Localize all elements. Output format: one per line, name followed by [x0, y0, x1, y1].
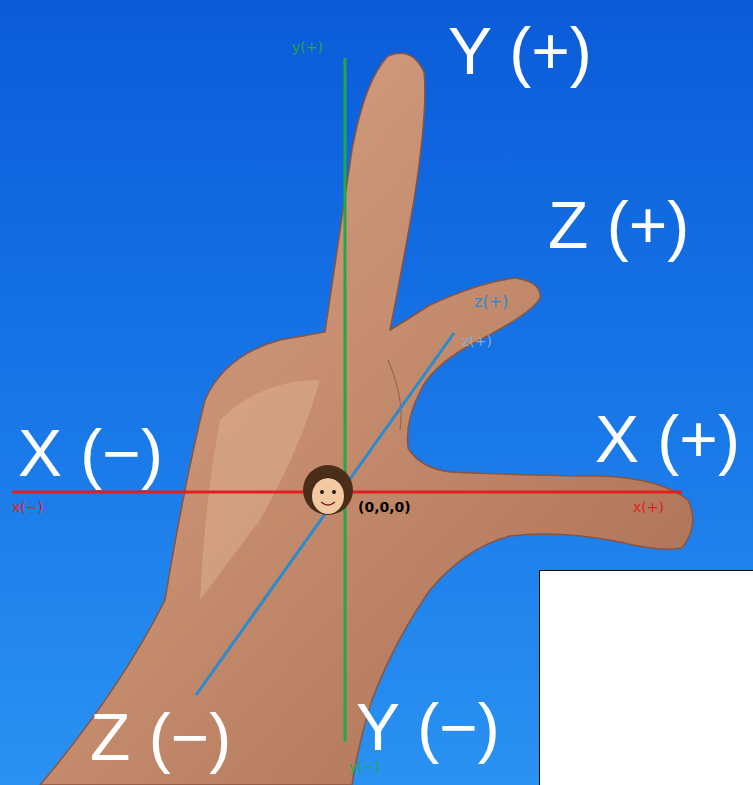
axis-label: x(−): [12, 500, 43, 514]
origin-face-icon: [303, 465, 353, 515]
blank-panel: [539, 570, 753, 785]
axis-label: z(+): [474, 294, 508, 310]
axis-label: x(+): [633, 500, 664, 514]
y-axis: [344, 58, 347, 742]
axis-title: X (−): [18, 420, 163, 486]
axis-title: Y (+): [448, 18, 592, 84]
finger-crease: [388, 360, 401, 430]
axis-title: X (+): [595, 406, 740, 472]
axis-title: Z (+): [548, 192, 689, 258]
axis-label: z(+): [462, 334, 492, 348]
axis-label: (0,0,0): [358, 500, 411, 514]
axis-title: Z (−): [90, 704, 231, 770]
axis-title: Y (−): [356, 694, 500, 760]
z-axis: [196, 333, 454, 695]
axis-label: y(−): [349, 760, 380, 774]
hand-shading: [200, 380, 320, 600]
axis-label: y(+): [292, 40, 323, 54]
